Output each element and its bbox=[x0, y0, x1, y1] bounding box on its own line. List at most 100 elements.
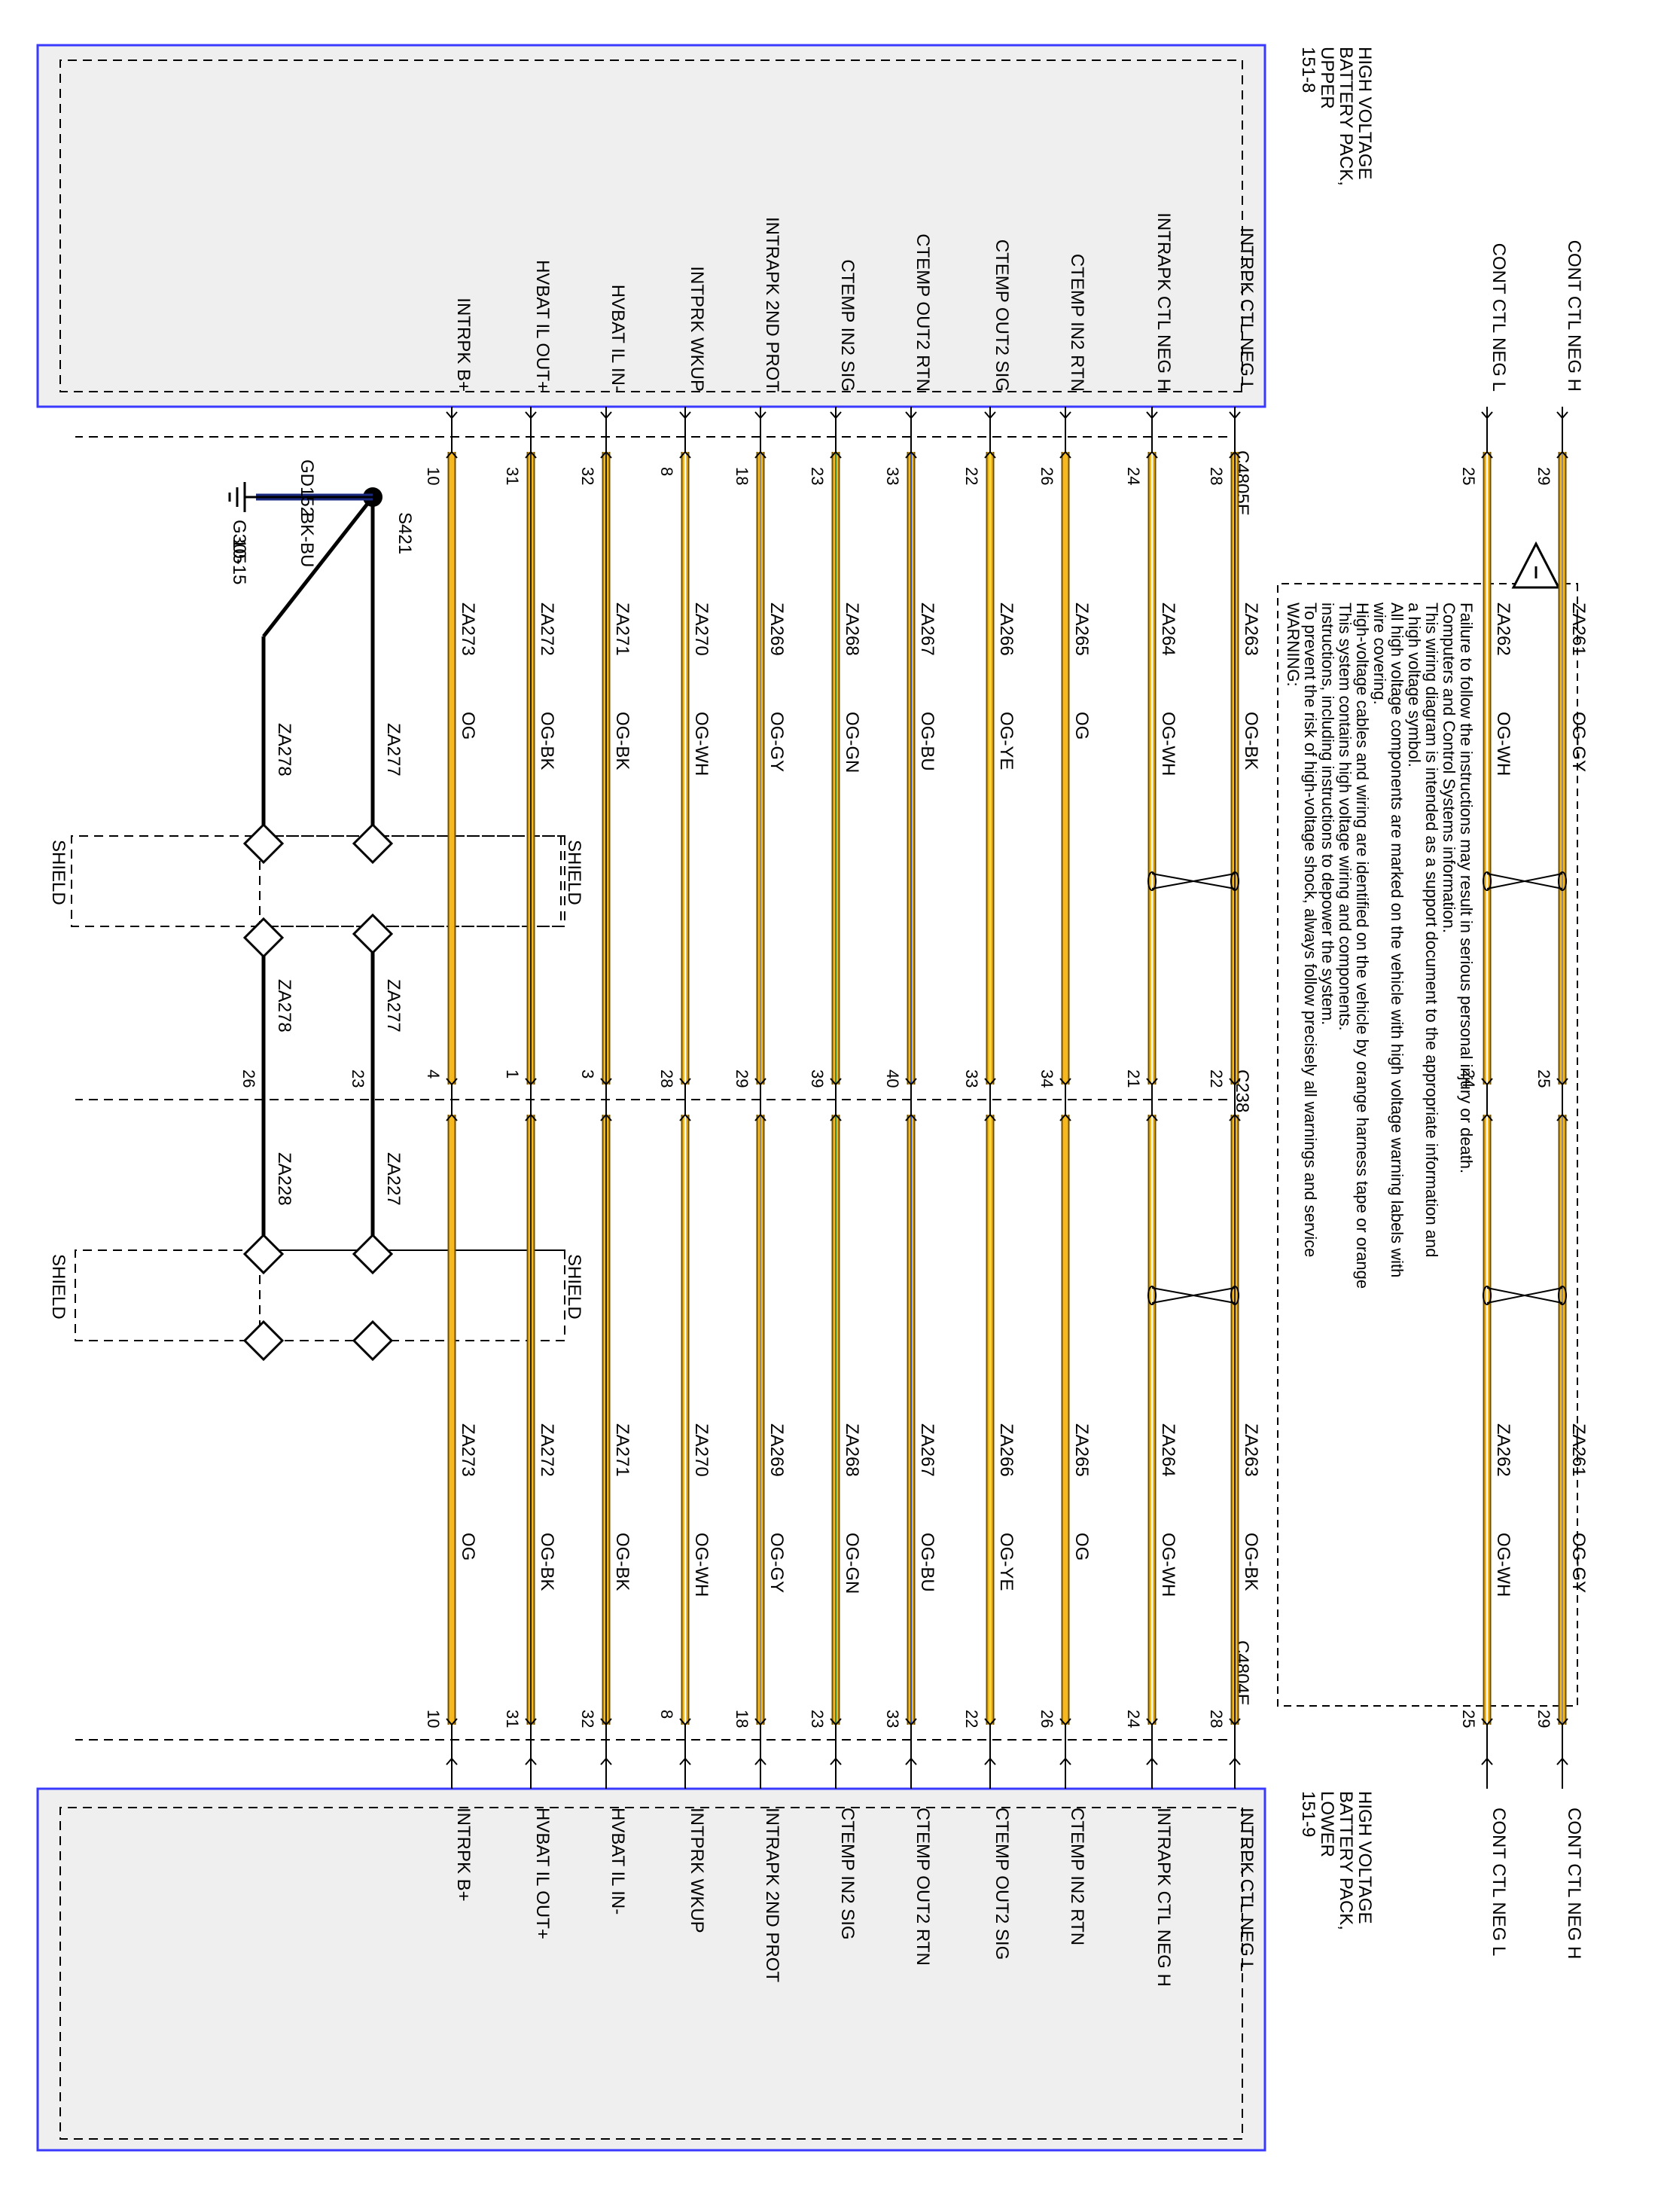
wire-color-lower: OG-GY bbox=[766, 1533, 787, 1593]
terminal-arrow-icon bbox=[1481, 450, 1493, 459]
twisted-pair-icon bbox=[1151, 873, 1236, 889]
ground-wire-label: GD152 bbox=[297, 459, 317, 517]
terminal-arrow-icon bbox=[1229, 1078, 1241, 1086]
terminal-arrow-icon bbox=[446, 1078, 458, 1086]
wire-id-lower: ZA265 bbox=[1071, 1423, 1092, 1477]
warning-line: instructions, including instructions to … bbox=[1318, 603, 1337, 1025]
pin-middle: 25 bbox=[1534, 1069, 1553, 1088]
terminal-arrow-icon bbox=[984, 450, 996, 459]
pin-top: 8 bbox=[657, 467, 676, 476]
terminal-arrow-icon bbox=[1146, 1078, 1158, 1086]
terminal-arrow-icon bbox=[679, 450, 691, 459]
terminal-arrow-icon bbox=[984, 1113, 996, 1121]
circuit-function-upper: INTRAPK CTL NEG H bbox=[1154, 212, 1174, 392]
wire-color-upper: OG-GY bbox=[766, 712, 787, 772]
drain-a-upper-wire-label: ZA277 bbox=[383, 723, 404, 776]
shield-diamond-icon bbox=[352, 1320, 394, 1362]
circuit-wires: INTRPK B+INTRPK B+10410ZA273OGZA273OGHVB… bbox=[424, 212, 1589, 1987]
pin-bottom: 8 bbox=[657, 1710, 676, 1719]
lower-module-frame bbox=[36, 1787, 1266, 2152]
terminal-arrow-icon bbox=[754, 450, 766, 459]
wire-color-upper: OG-WH bbox=[691, 712, 712, 776]
terminal-arrow-icon bbox=[1229, 450, 1241, 459]
warning-box: WARNING:To prevent the risk of high-volt… bbox=[1277, 541, 1578, 1707]
circuit-function-upper: CONT CTL NEG L bbox=[1489, 243, 1509, 392]
terminal-arrow-icon bbox=[830, 1078, 842, 1086]
pin-middle: 22 bbox=[1207, 1069, 1226, 1088]
terminal-arrow-icon bbox=[1059, 1078, 1071, 1086]
pin-middle: 21 bbox=[1124, 1069, 1143, 1088]
circuit-function-lower: CTEMP OUT2 SIG bbox=[992, 1808, 1012, 1960]
drain-a-mid-wire-label: ZA277 bbox=[383, 979, 404, 1033]
pin-top: 29 bbox=[1534, 467, 1553, 485]
shield-boxes: SHIELD SHIELD SHIELD SHIELD bbox=[48, 835, 584, 1341]
wire-id-lower: ZA266 bbox=[996, 1423, 1016, 1477]
pin-top: 33 bbox=[883, 467, 902, 485]
terminal-arrow-icon bbox=[1229, 1757, 1241, 1765]
pin-bottom: 24 bbox=[1124, 1710, 1143, 1728]
lower-module-title-4: 151-9 bbox=[1298, 1791, 1318, 1837]
wire-id-upper: ZA267 bbox=[917, 603, 937, 656]
shield-diamond-icon bbox=[242, 1233, 285, 1275]
wire-color-lower: OG bbox=[458, 1533, 478, 1561]
wire-color-lower: OG-BK bbox=[1241, 1533, 1261, 1591]
wire-id-upper: ZA261 bbox=[1568, 603, 1589, 656]
upper-module-title-1: HIGH VOLTAGE bbox=[1355, 47, 1375, 179]
circuit-function-upper: CTEMP OUT2 SIG bbox=[992, 240, 1012, 392]
shield-label-4: SHIELD bbox=[48, 1254, 69, 1320]
circuit-function-upper: INTRPK B+ bbox=[453, 297, 474, 392]
pin-bottom: 26 bbox=[1038, 1710, 1056, 1728]
pin-bottom: 23 bbox=[808, 1710, 827, 1728]
circuit-function-lower: INTRAPK CTL NEG H bbox=[1154, 1808, 1174, 1987]
circuit-function-lower: INTRAPK 2ND PROT bbox=[762, 1808, 782, 1982]
pin-middle: 40 bbox=[883, 1069, 902, 1088]
lower-battery-pack-module: HIGH VOLTAGE BATTERY PACK, LOWER 151-9 bbox=[36, 1787, 1375, 2152]
wire-color-lower: OG-GN bbox=[842, 1533, 862, 1594]
wire-color-lower: OG-BK bbox=[537, 1533, 557, 1591]
wire-id-lower: ZA270 bbox=[691, 1423, 712, 1477]
ground-wire-color-label: BK-BU bbox=[297, 512, 317, 567]
pin-middle: 29 bbox=[733, 1069, 751, 1088]
wire-id-lower: ZA263 bbox=[1241, 1423, 1261, 1477]
shield-label-2: SHIELD bbox=[48, 840, 69, 905]
terminal-arrow-icon bbox=[1556, 450, 1568, 459]
pin-bottom: 33 bbox=[883, 1710, 902, 1728]
twisted-pair-icon-end bbox=[1483, 871, 1492, 891]
pin-top: 24 bbox=[1124, 467, 1143, 485]
terminal-arrow-icon bbox=[830, 1757, 842, 1765]
pin-middle: 39 bbox=[808, 1069, 827, 1088]
shield-label-1: SHIELD bbox=[564, 840, 584, 905]
pin-middle: 4 bbox=[424, 1069, 443, 1079]
terminal-arrow-icon bbox=[754, 1757, 766, 1765]
shield-diamond-icon bbox=[352, 822, 394, 865]
terminal-arrow-icon bbox=[446, 450, 458, 459]
lower-module-title-3: LOWER bbox=[1317, 1791, 1337, 1857]
twisted-pair-icon-end bbox=[1483, 1286, 1492, 1305]
twisted-pair-icon-end bbox=[1230, 1286, 1239, 1305]
wire-color-lower: OG-GY bbox=[1568, 1533, 1589, 1593]
wire-color-lower: OG-WH bbox=[1493, 1533, 1513, 1597]
pin-bottom: 28 bbox=[1207, 1710, 1226, 1728]
shield-label-3: SHIELD bbox=[564, 1254, 584, 1320]
wire-color-upper: OG-YE bbox=[996, 712, 1016, 770]
wire-color-upper: OG-BU bbox=[917, 712, 937, 771]
warning-triangle-icon bbox=[1511, 541, 1561, 589]
drain-b-upper-wire-label: ZA278 bbox=[274, 723, 294, 776]
pin-top: 18 bbox=[733, 467, 751, 485]
terminal-arrow-icon bbox=[1556, 1757, 1568, 1765]
wire-color-upper: OG-GN bbox=[842, 712, 862, 773]
warning-text-lines: WARNING:To prevent the risk of high-volt… bbox=[1284, 602, 1476, 1289]
wire-color-lower: OG-WH bbox=[691, 1533, 712, 1597]
terminal-arrow-icon bbox=[1146, 450, 1158, 459]
circuit-function-upper: CONT CTL NEG H bbox=[1564, 240, 1584, 392]
terminal-arrow-icon bbox=[1146, 411, 1158, 420]
circuit-function-lower: CONT CTL NEG L bbox=[1489, 1808, 1509, 1956]
warning-line: Failure to follow the instructions may r… bbox=[1457, 603, 1476, 1173]
drain-b-lower-wire-label: ZA228 bbox=[274, 1152, 294, 1206]
pin-top: 28 bbox=[1207, 467, 1226, 485]
terminal-arrow-icon bbox=[679, 1757, 691, 1765]
pin-middle: 3 bbox=[578, 1069, 597, 1079]
terminal-arrow-icon bbox=[1059, 1718, 1071, 1726]
wire-id-upper: ZA268 bbox=[842, 603, 862, 656]
